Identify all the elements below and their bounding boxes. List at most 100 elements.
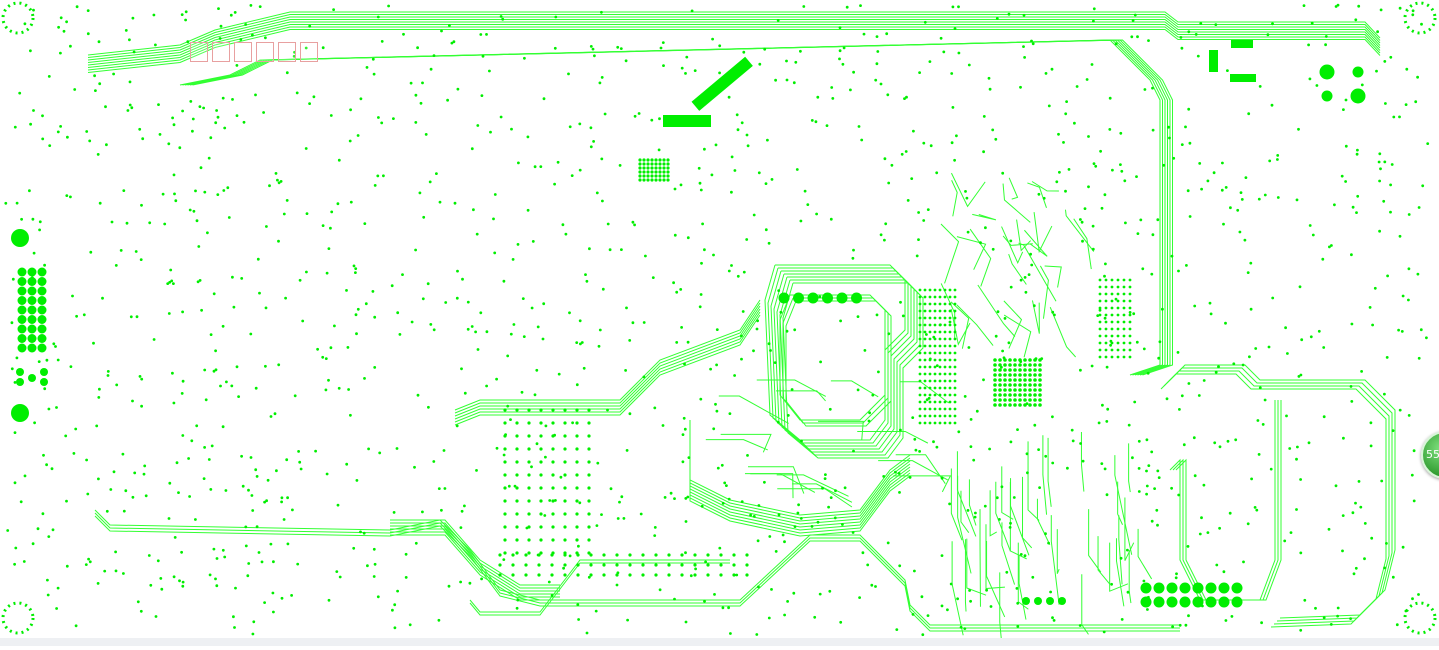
via [234,587,237,590]
via [1224,322,1227,325]
via [919,310,922,313]
via [506,355,509,358]
via [148,221,151,224]
via [1008,368,1012,372]
via [926,398,929,401]
tool-box-2[interactable] [212,42,230,62]
tool-box-3[interactable] [234,42,252,62]
via [950,72,953,75]
selection-tool-boxes [190,42,318,62]
tool-box-4[interactable] [256,42,274,62]
via [1171,625,1174,628]
via [813,616,816,619]
via [349,108,352,111]
trace-layer [88,12,1395,646]
via [506,405,509,408]
via [498,563,501,566]
via [1068,168,1071,171]
via [534,393,537,396]
via [703,148,706,151]
via [89,251,92,254]
via [1299,478,1302,481]
via [768,242,771,245]
via [75,624,78,627]
via [599,329,602,332]
via [1137,232,1140,235]
via [575,421,578,424]
trace [780,280,920,455]
via [834,489,837,492]
via [527,447,530,450]
via [382,174,385,177]
via [716,328,719,331]
via [990,605,993,608]
via [1213,441,1216,444]
via [650,166,653,169]
via [1031,576,1034,579]
via [194,518,197,521]
via [954,352,957,355]
via [579,169,582,172]
via [1408,267,1411,270]
via [924,422,927,425]
via [261,561,264,564]
via [1352,206,1355,209]
via [899,301,902,304]
via [699,398,702,401]
via [539,486,542,489]
pad [18,306,27,315]
via [101,297,104,300]
via [291,509,294,512]
via [347,388,350,391]
via [1038,398,1042,402]
via [402,33,405,36]
via [650,178,653,181]
via [1152,129,1155,132]
via [16,202,19,205]
via [104,105,107,108]
via [954,401,957,404]
via [575,525,578,528]
via [753,515,756,518]
via [399,333,402,336]
via [1044,532,1047,535]
pad [18,325,27,334]
via [1033,373,1037,377]
bottom-scroll-strip[interactable] [0,638,1439,646]
trace [1129,550,1131,603]
via [929,317,932,320]
via [373,316,376,319]
via [1135,175,1138,178]
tool-box-5[interactable] [278,42,296,62]
copper-pad [663,115,711,127]
via [1111,169,1114,172]
via [563,538,566,541]
via [1117,286,1120,289]
via [1370,421,1373,424]
via [155,615,158,618]
via [929,289,932,292]
via [1123,300,1126,303]
via [258,551,261,554]
via [171,372,174,375]
via [924,387,927,390]
trace [970,229,991,286]
via [1123,314,1126,317]
via [927,614,930,617]
trace [455,303,760,413]
via [37,527,40,530]
via [949,380,952,383]
via [587,421,590,424]
via [1008,363,1012,367]
via [222,549,225,552]
via [598,345,601,348]
via [1143,348,1146,351]
via [308,102,311,105]
via [513,323,516,326]
via [1138,467,1141,470]
via [956,597,959,600]
tool-box-1[interactable] [190,42,208,62]
tool-box-6[interactable] [300,42,318,62]
via [527,408,530,411]
